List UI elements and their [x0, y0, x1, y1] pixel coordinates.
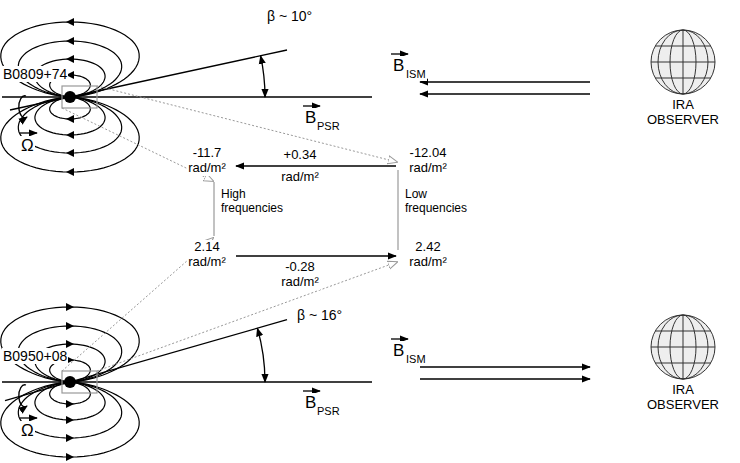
vector-symbol: Ω — [20, 421, 35, 441]
pulsar-name: B0950+08 — [2, 348, 68, 364]
vector-symbol: B — [392, 341, 405, 361]
angle-label: β ~ 16° — [296, 307, 343, 323]
vector-subscript: PSR — [316, 405, 341, 418]
globe-parallel — [651, 347, 715, 348]
zoom-leader — [97, 86, 397, 162]
ism-field-arrow — [420, 378, 590, 379]
field-arrow-head — [66, 303, 74, 311]
vector-symbol: Ω — [20, 136, 35, 156]
pulsar-dot — [64, 376, 76, 388]
globe-parallel — [655, 78, 710, 79]
band-label: Low frequencies — [404, 188, 468, 216]
globe-parallel — [655, 46, 710, 47]
difference-arrow — [236, 255, 396, 256]
ism-field-arrow — [420, 93, 590, 94]
field-arrow-head — [66, 131, 74, 139]
globe — [651, 30, 715, 94]
vector-arrow — [391, 53, 408, 54]
axis-line — [2, 381, 372, 382]
globe-parallel — [655, 331, 710, 332]
ism-field-arrow — [420, 81, 590, 82]
globe — [651, 315, 715, 379]
observer-label: IRA OBSERVER — [646, 98, 720, 128]
unit-label: rad/m² — [280, 170, 320, 185]
frequency-bar — [397, 170, 398, 250]
frequency-bars — [214, 170, 398, 250]
vector-arrow — [303, 390, 320, 391]
vector-subscript: ISM — [405, 353, 427, 366]
rm-difference: -0.28 — [284, 260, 316, 275]
field-lines — [1, 18, 139, 461]
zoom-leader — [97, 262, 397, 371]
vector-arrow — [20, 132, 37, 133]
zoom-box — [62, 371, 97, 393]
field-arrow-head — [66, 18, 74, 26]
field-arrow-head — [66, 416, 74, 424]
vector-arrow — [391, 338, 408, 339]
vector-arrow — [303, 105, 320, 106]
rm-difference: +0.34 — [283, 148, 318, 163]
zoom-box — [62, 86, 97, 108]
rm-value: -11.7 rad/m² — [187, 146, 227, 176]
field-arrow-head — [66, 434, 74, 442]
ism-field-arrow — [420, 366, 590, 367]
field-arrow-head — [66, 37, 74, 45]
band-label: High frequencies — [220, 188, 284, 216]
pulsar-dot — [64, 91, 76, 103]
field-arrow-head — [66, 322, 74, 330]
field-arrow-head — [66, 453, 74, 461]
field-arrow-head — [66, 55, 74, 63]
angle-label: β ~ 10° — [266, 8, 313, 24]
bottom-pulsar — [2, 320, 590, 418]
globe-disc — [651, 315, 715, 379]
pulsar-name: B0809+74 — [2, 66, 68, 82]
difference-arrow — [236, 165, 396, 166]
rotation-arrow — [19, 385, 27, 407]
globe-disc — [651, 30, 715, 94]
globe-parallel — [651, 62, 715, 63]
field-arrow-head — [66, 400, 74, 408]
frequency-bar — [213, 182, 214, 236]
rm-value: 2.42 rad/m² — [408, 240, 448, 270]
rm-value: 2.14 rad/m² — [187, 240, 227, 270]
field-arrow-head — [66, 149, 74, 157]
vector-subscript: ISM — [405, 68, 427, 81]
top-pulsar — [2, 50, 590, 133]
globe-parallel — [655, 363, 710, 364]
field-arrow-head — [66, 168, 74, 176]
field-arrow-head — [66, 115, 74, 123]
axis-line — [2, 96, 372, 97]
observer-label: IRA OBSERVER — [646, 383, 720, 413]
angle-arc — [257, 328, 265, 382]
vector-symbol: B — [392, 56, 405, 76]
rm-value: -12.04 rad/m² — [408, 146, 448, 176]
vector-subscript: PSR — [316, 120, 341, 133]
zoom-leaders — [62, 86, 397, 371]
vector-arrow — [20, 417, 37, 418]
angle-arc — [261, 56, 265, 97]
field-arrow-head — [66, 340, 74, 348]
rotation-arrow — [19, 96, 27, 118]
unit-label: rad/m² — [280, 275, 320, 290]
